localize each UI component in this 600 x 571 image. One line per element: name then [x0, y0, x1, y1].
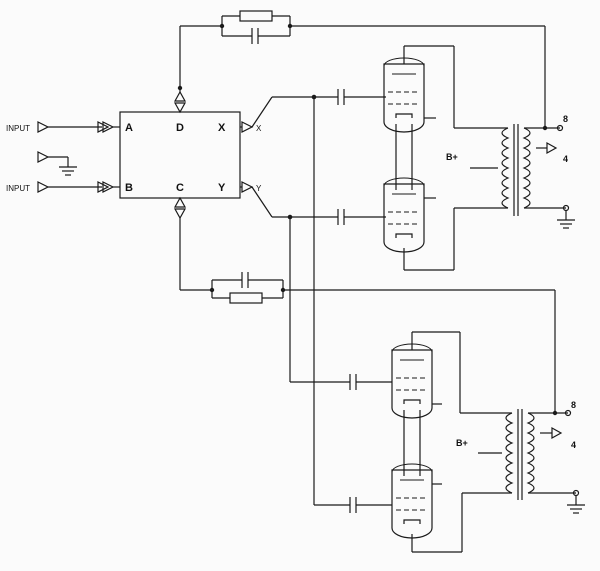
upper-output-transformer	[501, 124, 531, 216]
output-y-label: Y	[256, 184, 262, 193]
upper-power-stage: B+ 8 4	[337, 45, 576, 271]
pin-x-label: X	[218, 122, 226, 134]
pin-b-label: B	[125, 182, 133, 194]
output-y-terminal: Y	[240, 181, 262, 193]
upper-tube-2	[383, 177, 425, 253]
output-x-label: X	[256, 124, 262, 133]
input-a-terminal: INPUT	[6, 121, 120, 133]
x-signal-wire	[251, 94, 338, 505]
pin-c-label: C	[176, 182, 184, 194]
upper-supply-label: B+	[446, 152, 458, 162]
lower-tube-1	[391, 343, 433, 419]
pin-y-label: Y	[218, 182, 226, 194]
lower-tap-4-label: 4	[571, 440, 576, 450]
upper-tap-8-label: 8	[563, 114, 568, 124]
pin-d-label: D	[176, 122, 184, 134]
pin-c-connector	[173, 196, 187, 220]
pin-d-connector	[173, 90, 187, 114]
feedback-network-middle	[179, 218, 556, 413]
upper-tap-4-label: 4	[563, 154, 568, 164]
lower-output-transformer	[505, 409, 535, 500]
phase-splitter-module: A B D C X Y	[119, 111, 241, 199]
input-b-terminal: INPUT	[6, 181, 120, 193]
output-x-terminal: X	[240, 121, 262, 133]
y-signal-wire	[251, 186, 338, 382]
lower-tap-8-label: 8	[571, 400, 576, 410]
top-feedback-resistor	[239, 10, 273, 22]
input-a-label: INPUT	[6, 124, 30, 133]
mid-feedback-resistor	[229, 292, 263, 304]
lower-supply-label: B+	[456, 438, 468, 448]
pin-a-label: A	[125, 122, 133, 134]
input-b-label: INPUT	[6, 184, 30, 193]
input-ground-symbol	[37, 151, 78, 176]
lower-tube-2	[391, 463, 433, 539]
upper-tube-1	[383, 57, 425, 133]
feedback-network-top	[177, 10, 546, 128]
lower-power-stage: B+ 8 4	[290, 331, 586, 553]
